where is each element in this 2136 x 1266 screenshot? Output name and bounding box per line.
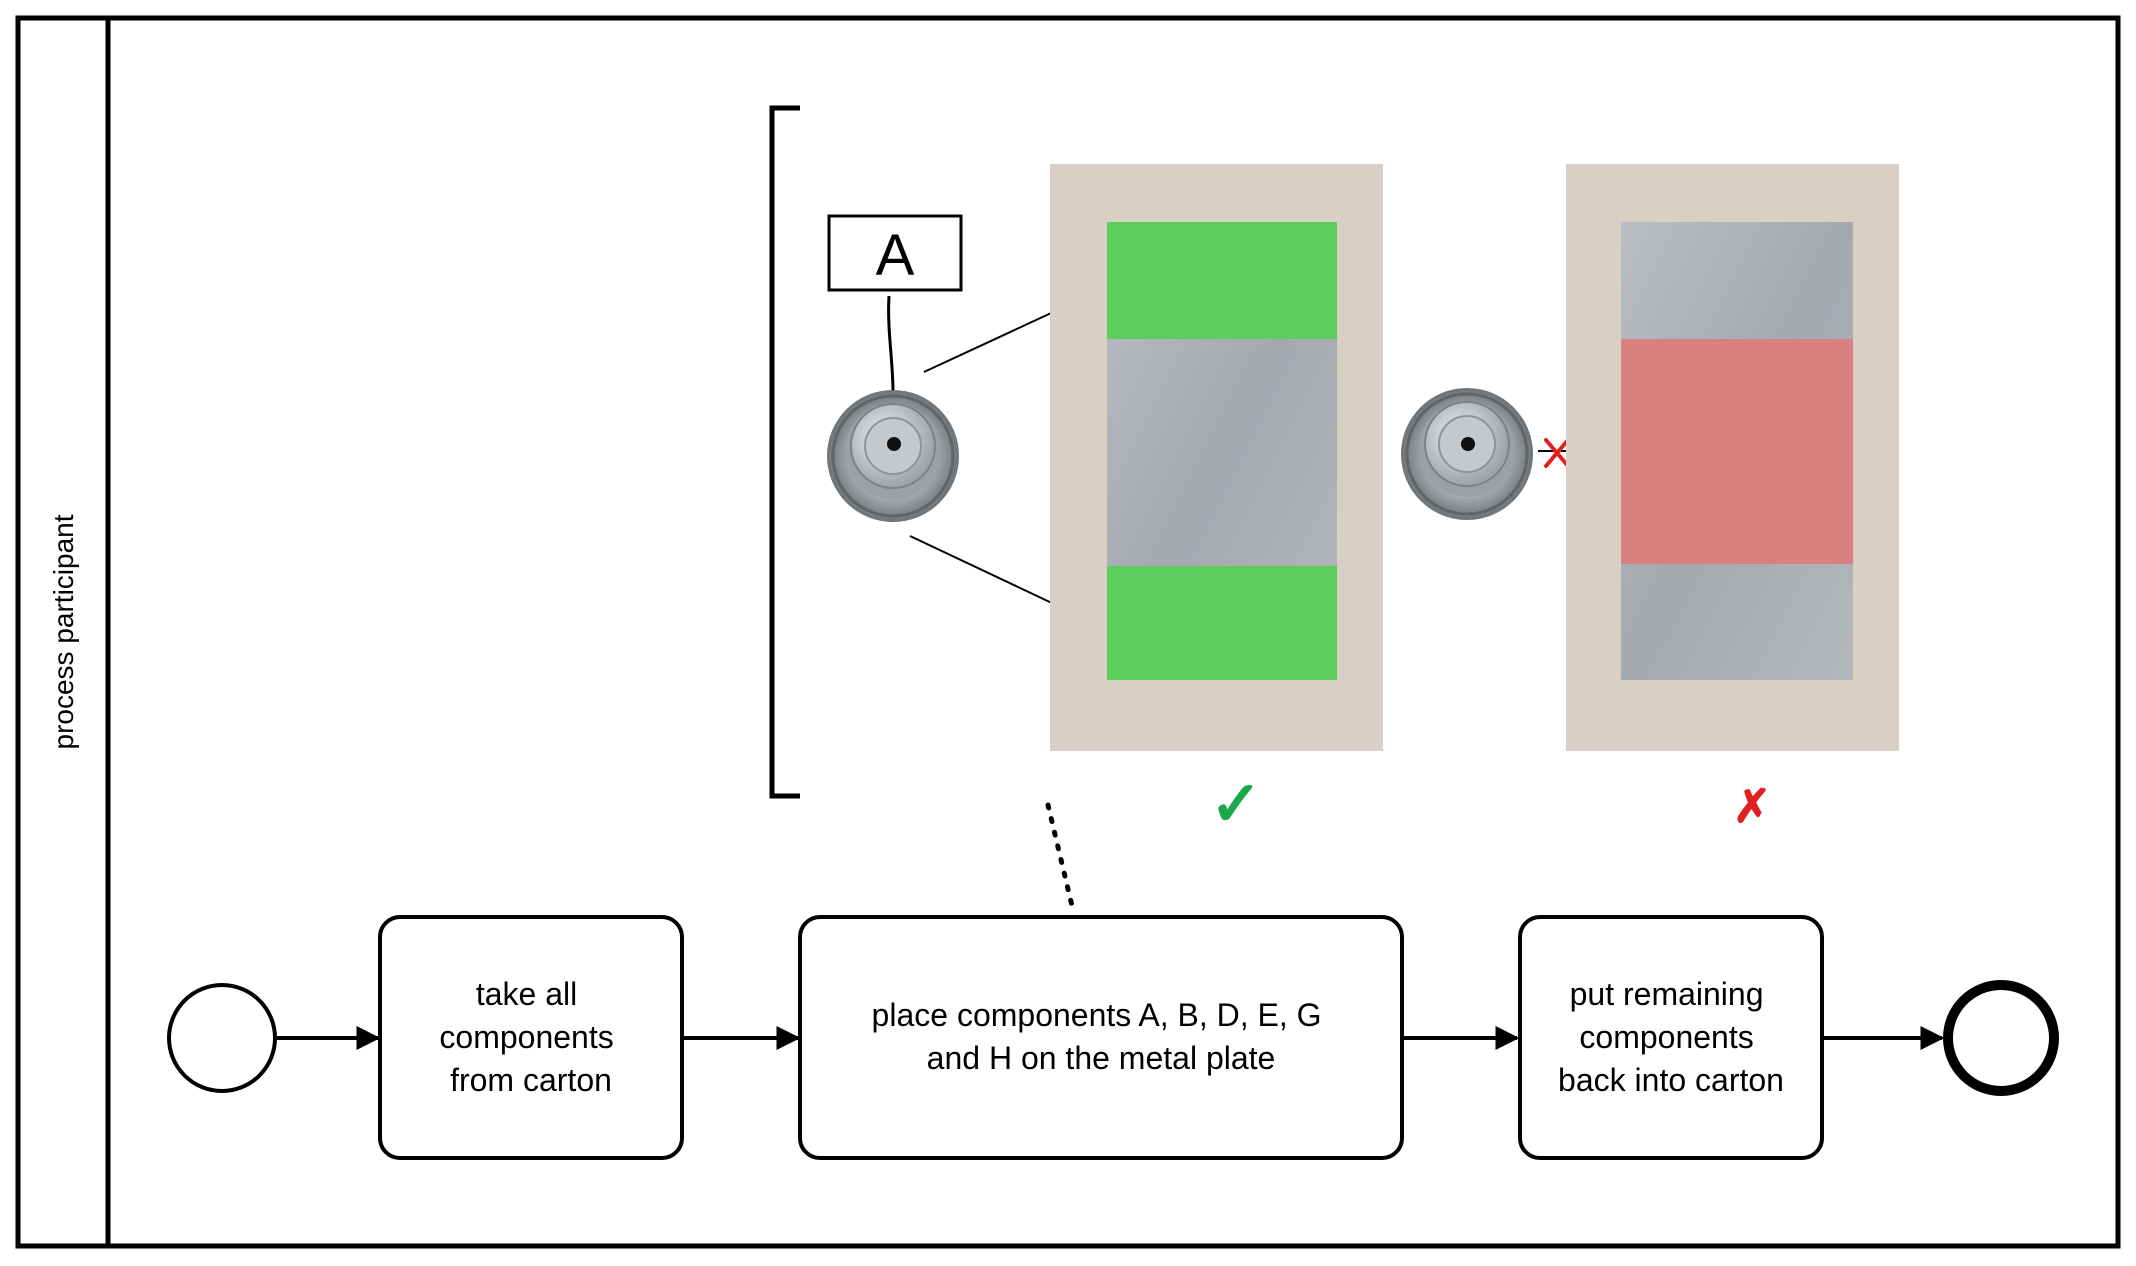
wrong-cross-mark: ✗ xyxy=(1733,780,1772,832)
pool-border xyxy=(15,15,2121,1249)
lane-label: process participant xyxy=(48,514,79,749)
task-label-line: put remaining xyxy=(1570,976,1764,1012)
task-label-line: components xyxy=(439,1019,613,1055)
task-put-back-components[interactable]: put remaining components back into carto… xyxy=(1518,915,1824,1160)
svg-text:place components A, B, D, E, G: place components A, B, D, E, G and H on … xyxy=(872,997,1331,1076)
start-event[interactable] xyxy=(167,983,277,1093)
task-label-line: from carton xyxy=(450,1062,612,1098)
task-take-components[interactable]: take all components from carton xyxy=(378,915,684,1160)
task-label-line: place components A, B, D, E, G xyxy=(872,997,1322,1033)
task-label-line: and H on the metal plate xyxy=(927,1040,1276,1076)
blocked-cross-icon xyxy=(1544,438,1570,468)
svg-text:take all components: take all components from carton xyxy=(439,976,622,1098)
correct-zone-top xyxy=(1107,222,1337,339)
pulley-component-image xyxy=(1401,388,1533,520)
correct-zone-bottom xyxy=(1107,566,1337,680)
task-label-line: components xyxy=(1579,1019,1753,1055)
task-label-line: back into carton xyxy=(1558,1062,1784,1098)
correct-placement-image xyxy=(1050,164,1383,751)
task-place-components[interactable]: place components A, B, D, E, G and H on … xyxy=(798,915,1404,1160)
wrong-zone xyxy=(1621,339,1853,564)
component-label-box xyxy=(827,214,963,292)
wrong-placement-image xyxy=(1566,164,1899,751)
component-code-label: A xyxy=(876,223,915,288)
association-line xyxy=(1045,802,1076,913)
end-event[interactable] xyxy=(1943,980,2059,1096)
label-leader-line xyxy=(887,295,895,393)
task-label-line: take all xyxy=(476,976,577,1012)
svg-text:put remaining components: put remaining components back into carto… xyxy=(1558,976,1784,1098)
pulley-component-image xyxy=(827,390,959,522)
annotation-bracket xyxy=(769,105,800,799)
correct-check-mark: ✓ xyxy=(1210,770,1262,839)
